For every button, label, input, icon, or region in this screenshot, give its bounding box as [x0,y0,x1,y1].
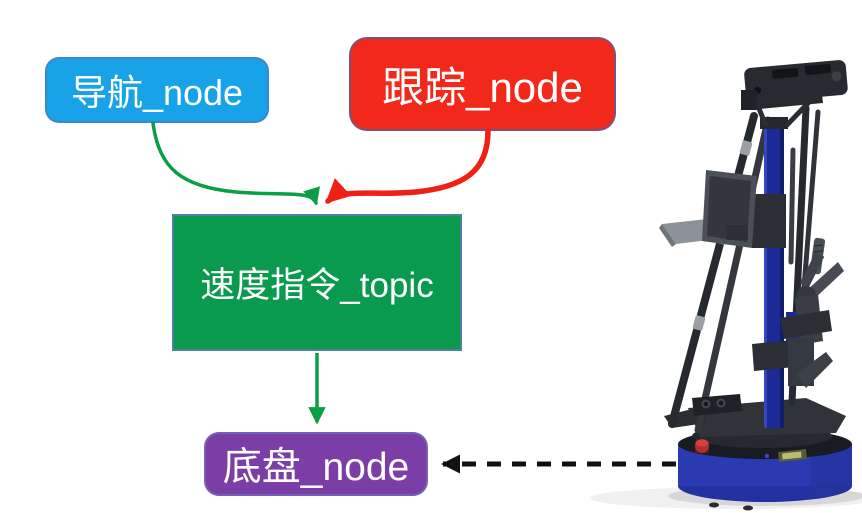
red-curve-arrow [325,128,491,204]
green-curve-arrow [151,121,320,206]
node-velocity-topic-label: 速度指令_topic [200,266,434,305]
node-velocity-topic: 速度指令_topic [172,214,462,351]
node-tracking-label: 跟踪_node [382,63,583,111]
node-chassis: 底盘_node [204,432,428,496]
node-navigation-label: 导航_node [70,72,244,113]
node-navigation: 导航_node [45,57,269,123]
node-tracking: 跟踪_node [349,37,616,131]
node-chassis-label: 底盘_node [222,446,410,489]
robot-illustration [590,60,862,511]
